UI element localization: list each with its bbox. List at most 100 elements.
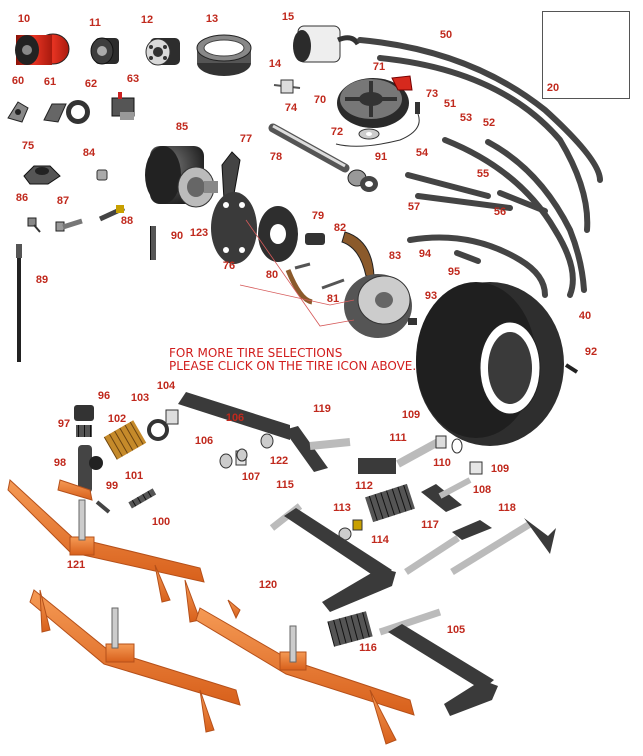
callout-110[interactable]: 110: [433, 457, 451, 469]
callout-123[interactable]: 123: [189, 227, 209, 239]
callout-50[interactable]: 50: [439, 29, 453, 41]
callout-70[interactable]: 70: [313, 94, 327, 106]
bearing-icon: [347, 169, 378, 192]
callout-115[interactable]: 115: [276, 479, 294, 491]
brake-shoe-icon: [341, 231, 375, 277]
backing-plate-icon: [258, 206, 298, 262]
pulley-icon: [337, 78, 409, 128]
callout-108[interactable]: 108: [472, 484, 492, 496]
callout-118[interactable]: 118: [498, 502, 516, 514]
callout-112[interactable]: 112: [355, 480, 373, 492]
callout-105[interactable]: 105: [446, 624, 466, 636]
callout-57[interactable]: 57: [407, 201, 421, 213]
callout-81[interactable]: 81: [326, 293, 340, 305]
callout-10[interactable]: 10: [17, 13, 31, 25]
bushing-icon: [352, 519, 363, 531]
callout-104[interactable]: 104: [156, 380, 176, 392]
callout-52[interactable]: 52: [482, 117, 496, 129]
lever-icon: [221, 151, 241, 206]
callout-117[interactable]: 117: [421, 519, 439, 531]
callout-100[interactable]: 100: [151, 516, 171, 528]
seal-icon: [66, 100, 90, 124]
callout-116[interactable]: 116: [359, 642, 377, 654]
callout-60[interactable]: 60: [11, 75, 25, 87]
callout-55[interactable]: 55: [476, 168, 490, 180]
oil-filter-icon: [15, 33, 70, 65]
callout-84[interactable]: 84: [82, 147, 96, 159]
callout-79[interactable]: 79: [311, 210, 325, 222]
callout-62[interactable]: 62: [84, 78, 98, 90]
callout-56[interactable]: 56: [493, 206, 507, 218]
callout-99[interactable]: 99: [105, 480, 119, 492]
callout-12[interactable]: 12: [140, 14, 154, 26]
callout-109a[interactable]: 109: [401, 409, 421, 421]
air-cleaner-icon: [293, 25, 361, 63]
callout-20[interactable]: 20: [546, 82, 560, 94]
spring-icon: [327, 611, 373, 647]
callout-90[interactable]: 90: [170, 230, 184, 242]
callout-89[interactable]: 89: [35, 274, 49, 286]
callout-106b[interactable]: 106: [225, 412, 245, 424]
callout-82[interactable]: 82: [333, 222, 347, 234]
callout-14[interactable]: 14: [268, 58, 282, 70]
callout-15[interactable]: 15: [281, 11, 295, 23]
plate-icon: [211, 192, 257, 264]
callout-85[interactable]: 85: [175, 121, 189, 133]
callout-111[interactable]: 111: [389, 432, 407, 444]
callout-76[interactable]: 76: [222, 260, 236, 272]
callout-86[interactable]: 86: [15, 192, 29, 204]
filter-kit-inset[interactable]: [542, 11, 630, 99]
callout-87[interactable]: 87: [56, 195, 70, 207]
callout-102[interactable]: 102: [107, 413, 127, 425]
callout-88[interactable]: 88: [120, 215, 134, 227]
callout-83[interactable]: 83: [388, 250, 402, 262]
callout-74[interactable]: 74: [284, 102, 298, 114]
callout-91[interactable]: 91: [374, 151, 388, 163]
switch-icon: [7, 101, 29, 123]
callout-80[interactable]: 80: [265, 269, 279, 281]
spring-icon: [150, 226, 156, 260]
callout-113[interactable]: 113: [333, 502, 351, 514]
callout-109b[interactable]: 109: [490, 463, 510, 475]
callout-72[interactable]: 72: [330, 126, 344, 138]
fuel-filter-icon: [90, 37, 119, 65]
callout-93[interactable]: 93: [424, 290, 438, 302]
callout-61[interactable]: 61: [43, 76, 57, 88]
nut-icon: [96, 169, 108, 181]
callout-40[interactable]: 40: [578, 310, 592, 322]
callout-73[interactable]: 73: [425, 88, 439, 100]
callout-51[interactable]: 51: [443, 98, 457, 110]
callout-98[interactable]: 98: [53, 457, 67, 469]
callout-97[interactable]: 97: [57, 418, 71, 430]
callout-63[interactable]: 63: [126, 73, 140, 85]
callout-13[interactable]: 13: [205, 13, 219, 25]
washer-icon: [236, 448, 248, 462]
shaft-icon: [450, 518, 556, 575]
callout-54[interactable]: 54: [415, 147, 429, 159]
callout-106a[interactable]: 106: [194, 435, 214, 447]
callout-75[interactable]: 75: [21, 140, 35, 152]
callout-119[interactable]: 119: [313, 403, 331, 415]
callout-71[interactable]: 71: [372, 61, 386, 73]
callout-95[interactable]: 95: [447, 266, 461, 278]
callout-78[interactable]: 78: [269, 151, 283, 163]
callout-120[interactable]: 120: [258, 579, 278, 591]
cylinder-icon: [305, 233, 325, 245]
callout-103[interactable]: 103: [130, 392, 150, 404]
frame-icon: [7, 479, 205, 623]
callout-114[interactable]: 114: [371, 534, 389, 546]
callout-94[interactable]: 94: [418, 248, 432, 260]
callout-122[interactable]: 122: [269, 455, 289, 467]
tire-selection-notice: FOR MORE TIRE SELECTIONS PLEASE CLICK ON…: [169, 347, 416, 373]
callout-77[interactable]: 77: [239, 133, 253, 145]
callout-11[interactable]: 11: [89, 17, 101, 29]
callout-96[interactable]: 96: [97, 390, 111, 402]
cylinder-icon: [78, 445, 103, 493]
callout-92[interactable]: 92: [584, 346, 598, 358]
bracket-icon: [391, 75, 413, 91]
callout-107[interactable]: 107: [241, 471, 261, 483]
callout-53[interactable]: 53: [459, 112, 473, 124]
callout-121[interactable]: 121: [66, 559, 86, 571]
callout-101[interactable]: 101: [124, 470, 144, 482]
